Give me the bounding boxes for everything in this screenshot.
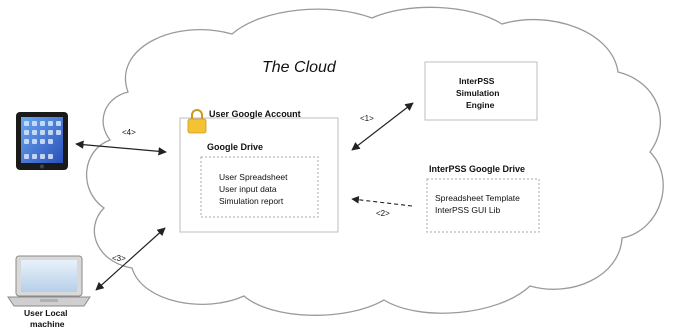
interpss-drive-box <box>426 178 540 233</box>
cloud-title: The Cloud <box>262 59 337 76</box>
user-file-3: Simulation report <box>219 196 284 206</box>
google-drive-title: Google Drive <box>207 142 263 152</box>
connection-2-label: <2> <box>376 209 390 218</box>
interpss-file-2: InterPSS GUI Lib <box>435 205 500 215</box>
interpss-drive-title: InterPSS Google Drive <box>429 164 525 174</box>
user-google-account-box <box>179 117 339 233</box>
connection-3-label: <3> <box>112 254 126 263</box>
simulation-engine-box <box>424 61 538 121</box>
connection-2-arrow <box>351 195 413 207</box>
lock-icon <box>187 109 207 134</box>
user-google-account-title: User Google Account <box>209 109 301 119</box>
connection-4-arrow <box>75 140 167 156</box>
tablet-icon <box>16 112 68 170</box>
engine-line-3: Engine <box>466 100 495 110</box>
interpss-file-1: Spreadsheet Template <box>435 193 520 203</box>
connection-3-arrow <box>95 227 166 291</box>
connection-1-label: <1> <box>360 114 374 123</box>
user-file-1: User Spreadsheet <box>219 172 288 182</box>
engine-line-2: Simulation <box>456 88 499 98</box>
cloud-shape <box>85 6 664 316</box>
connection-4-label: <4> <box>122 128 136 137</box>
local-machine-label-line-2: machine <box>30 319 65 329</box>
user-file-2: User input data <box>219 184 277 194</box>
google-drive-files-box <box>200 156 319 218</box>
laptop-icon <box>7 255 91 307</box>
local-machine-label-line-1: User Local <box>24 308 67 318</box>
connection-1-arrow <box>351 102 414 151</box>
engine-line-1: InterPSS <box>459 76 495 86</box>
